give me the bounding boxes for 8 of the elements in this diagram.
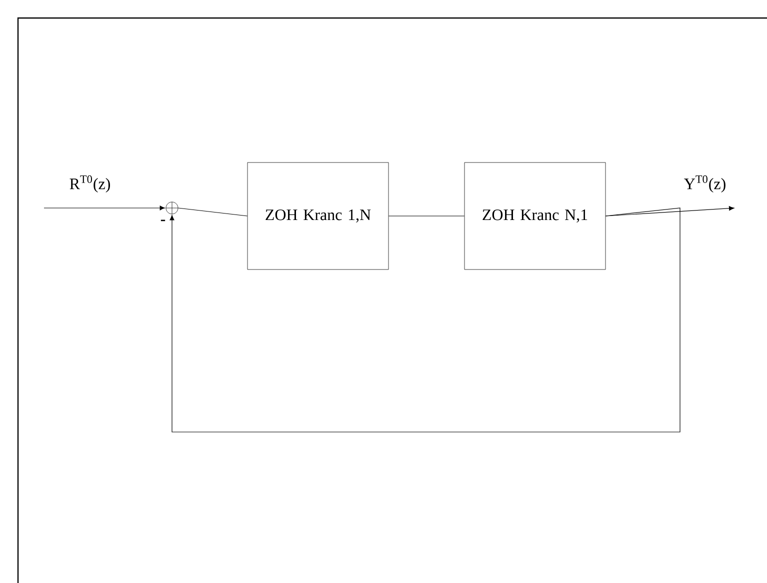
summing-junction bbox=[166, 202, 178, 214]
signal-label: R$^{T0}$(z) bbox=[68, 174, 112, 194]
arrow bbox=[44, 206, 165, 210]
sign-label: - bbox=[160, 220, 166, 222]
arrow bbox=[170, 208, 680, 432]
block-box: ZOH Kranc 1,N bbox=[247, 162, 389, 270]
signal-label: Y$^{T0}$(z) bbox=[682, 174, 728, 194]
block-box: ZOH Kranc N,1 bbox=[464, 162, 606, 270]
